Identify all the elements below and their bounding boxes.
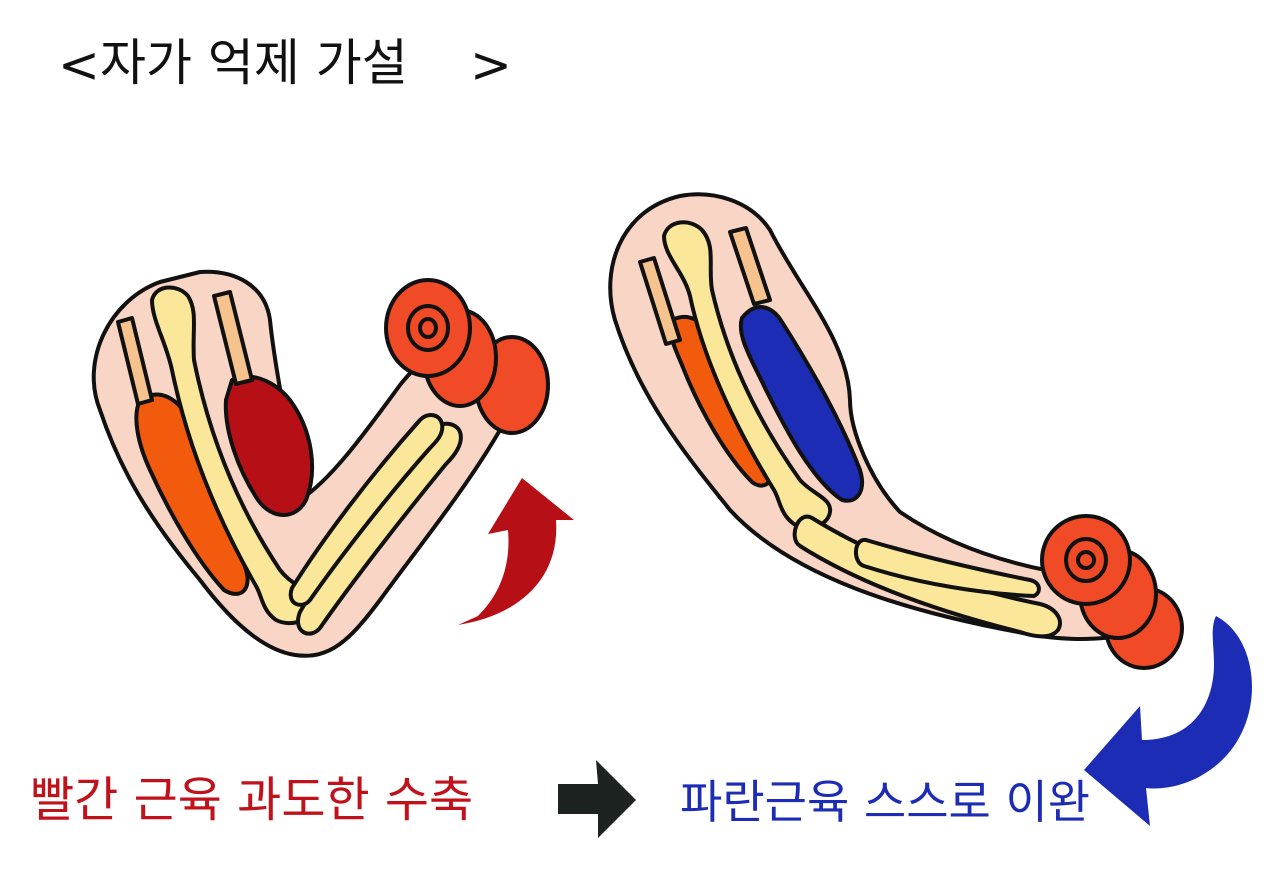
flexed-arm-illustration — [91, 269, 550, 658]
extended-humerus-bone — [662, 220, 833, 530]
extended-shoulder-tendon-right — [728, 226, 772, 306]
extended-dumbbell — [1040, 514, 1184, 670]
curved-arrow-down-icon — [1084, 616, 1252, 826]
extended-dumbbell-front-plate — [1040, 514, 1132, 606]
flexed-dumbbell-front-plate — [384, 278, 472, 378]
extended-ulna-bone — [854, 538, 1041, 598]
flexed-dumbbell-ring-outer — [406, 304, 450, 352]
diagram-title: < 자가 억제 가설 > — [58, 34, 512, 94]
caption-red-muscle-contraction: 빨간 근육 과도한 수축 — [30, 772, 473, 828]
title-text: 자가 억제 가설 — [100, 34, 408, 92]
extended-biceps-muscle — [738, 305, 864, 503]
extended-shoulder-tendon-left — [638, 256, 682, 346]
curved-arrow-up-icon — [458, 478, 574, 625]
flexed-dumbbell — [384, 278, 550, 435]
caption-blue-muscle-relaxation: 파란근육 스스로 이완 — [680, 775, 1090, 829]
extended-dumbbell-ring-inner — [1076, 550, 1096, 570]
flexed-dumbbell-ring-inner — [418, 317, 438, 339]
flexed-ulna-bone — [288, 413, 445, 607]
title-close-bracket: > — [470, 36, 512, 94]
flexed-shoulder-tendon-left — [116, 316, 154, 406]
extended-arm-illustration — [608, 192, 1184, 670]
flexed-shoulder-tendon-right — [212, 290, 254, 386]
title-open-bracket: < — [58, 36, 100, 94]
arrow-right-icon — [558, 760, 636, 838]
flexed-biceps-muscle — [223, 374, 315, 517]
extended-dumbbell-ring-outer — [1064, 537, 1108, 583]
